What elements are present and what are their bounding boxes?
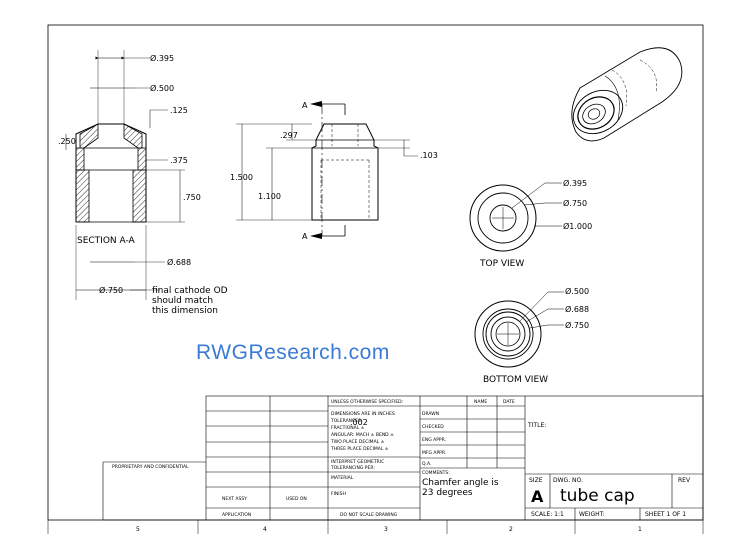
sheet-border: [47, 24, 704, 521]
comments-line: 23 degrees: [422, 488, 473, 498]
dim-label: Ø.688: [167, 257, 191, 267]
next-assy-label: NEXT ASSY: [222, 496, 247, 502]
watermark: RWGResearch.com: [196, 341, 390, 364]
isometric-view: [571, 47, 683, 142]
note-line: should match: [152, 296, 213, 306]
title-block: [102, 395, 704, 521]
dim-label: .750: [183, 193, 201, 202]
weight-label: WEIGHT:: [579, 511, 605, 518]
dim-label: Ø.750: [565, 320, 589, 330]
approval-row: CHECKED: [422, 424, 444, 430]
zone-label: 3: [384, 526, 388, 533]
interpret-line: TOLERANCING PER:: [330, 465, 375, 471]
size-label: SIZE: [529, 477, 543, 484]
tolerance-line: TWO PLACE DECIMAL ±: [330, 439, 385, 445]
zone-label: 2: [509, 526, 513, 533]
view-title: BOTTOM VIEW: [483, 375, 548, 385]
application-label: APPLICATION: [222, 512, 251, 518]
dim-label: Ø.500: [565, 286, 589, 296]
approval-row: Q.A.: [422, 461, 431, 467]
proprietary-label: PROPRIETARY AND CONFIDENTIAL: [112, 464, 189, 470]
zone-label: 1: [638, 526, 642, 533]
tolerance-value: .002: [350, 418, 368, 427]
material-label: MATERIAL: [331, 475, 354, 481]
comments-label: COMMENTS:: [422, 470, 450, 476]
dim-label: .375: [170, 156, 188, 165]
zone-label: 5: [136, 526, 140, 533]
section-title: SECTION A-A: [77, 236, 136, 246]
tolerance-line: DIMENSIONS ARE IN INCHES: [331, 411, 395, 417]
section-marker: A: [302, 232, 308, 241]
do-not-scale-label: DO NOT SCALE DRAWING: [340, 512, 398, 518]
title-label: TITLE:: [527, 422, 546, 429]
tolerance-header: UNLESS OTHERWISE SPECIFIED:: [331, 399, 403, 405]
sheet-label: SHEET 1 OF 1: [645, 511, 686, 518]
date-col-header: DATE: [503, 399, 515, 405]
tolerance-line: TOLERANCES:: [330, 418, 362, 424]
dim-label: Ø.750: [563, 198, 587, 208]
note-line: final cathode OD: [152, 286, 228, 296]
section-marker: A: [302, 101, 308, 110]
dim-label: .103: [420, 151, 438, 160]
tolerance-line: FRACTIONAL ±: [331, 425, 365, 431]
dim-label: Ø.500: [150, 83, 174, 93]
tolerance-line: ANGULAR: MACH ± BEND ±: [331, 432, 394, 438]
dwg-no-value: tube cap: [560, 486, 635, 506]
approval-row: DRAWN: [422, 411, 439, 417]
section-view: Ø.395 Ø.500 .125 .250 .375 .750 SECTION …: [58, 50, 228, 316]
size-value: A: [531, 487, 544, 506]
interpret-line: INTERPRET GEOMETRIC: [331, 459, 384, 465]
comments-line: Chamfer angle is: [422, 478, 499, 488]
approval-row: ENG APPR.: [422, 437, 446, 443]
dim-label: Ø.688: [565, 304, 589, 314]
dim-label: Ø.750: [99, 285, 123, 295]
dwg-no-label: DWG. NO.: [553, 477, 583, 484]
dim-label: Ø1.000: [563, 221, 592, 231]
used-on-label: USED ON: [286, 496, 307, 502]
top-view: Ø.395 Ø.750 Ø1.000 TOP VIEW: [469, 178, 592, 269]
approval-row: MFG APPR.: [422, 450, 446, 456]
dim-label: 1.500: [230, 173, 253, 182]
tolerance-line: THREE PLACE DECIMAL ±: [330, 446, 389, 452]
scale-label: SCALE: 1:1: [531, 511, 564, 518]
bottom-view: Ø.500 Ø.688 Ø.750 BOTTOM VIEW: [474, 286, 589, 385]
dim-label: .125: [170, 106, 188, 115]
dim-label: .250: [58, 137, 76, 146]
dim-label: Ø.395: [563, 178, 587, 188]
zone-label: 4: [263, 526, 267, 533]
note-line: this dimension: [152, 306, 218, 316]
dim-label: Ø.395: [150, 53, 174, 63]
finish-label: FINISH: [331, 491, 346, 497]
view-title: TOP VIEW: [479, 259, 524, 269]
dim-label: 1.100: [258, 192, 281, 201]
name-col-header: NAME: [474, 399, 487, 405]
rev-label: REV: [678, 477, 691, 484]
dim-label: .297: [280, 131, 298, 140]
front-view: A A .297 .103 1.500 1.100: [230, 101, 438, 241]
